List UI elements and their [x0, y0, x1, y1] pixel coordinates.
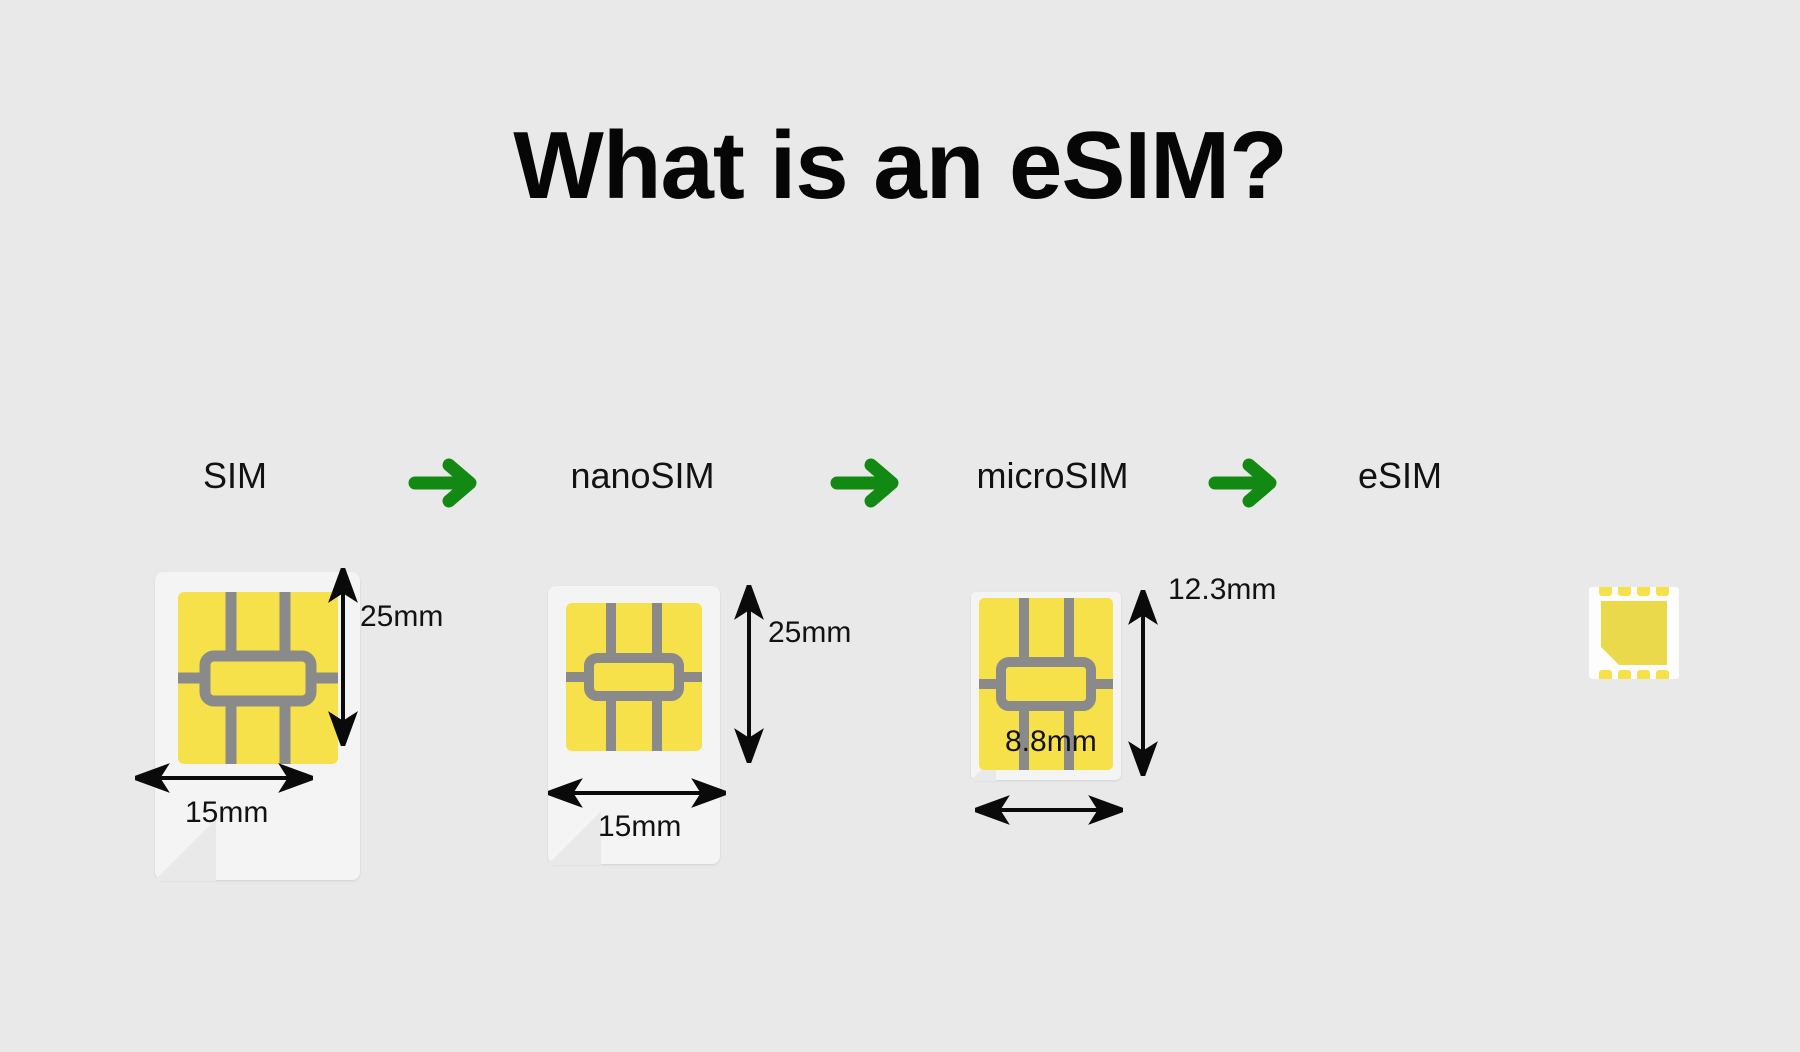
dimension-arrow-width-nanosim	[542, 775, 732, 816]
dimension-arrow-height-sim	[325, 562, 361, 752]
dimension-arrow-width-sim	[129, 760, 319, 801]
right-arrow-icon-2	[830, 455, 902, 516]
page-title: What is an eSIM?	[513, 112, 1287, 219]
dimension-arrow-height-microsim	[1125, 584, 1161, 782]
dimension-label-height-microsim: 12.3mm	[1168, 573, 1277, 606]
nanosim-chip-contacts	[566, 603, 702, 751]
dimension-label-height-sim: 25mm	[360, 600, 444, 633]
sim-chip-contacts	[178, 592, 338, 764]
step-label-nanosim: nanoSIM	[570, 455, 715, 496]
step-label-sim: SIM	[202, 455, 267, 496]
dimension-label-width-sim: 15mm	[185, 796, 269, 829]
card-notch	[547, 811, 601, 865]
step-label-esim: eSIM	[1357, 455, 1443, 496]
microsim-chip-contacts	[979, 598, 1113, 770]
dimension-label-width-nanosim: 15mm	[598, 810, 682, 843]
dimension-label-height-nanosim: 25mm	[768, 616, 852, 649]
step-label-microsim: microSIM	[976, 455, 1129, 496]
dimension-arrow-width-microsim	[969, 792, 1129, 833]
right-arrow-icon-1	[408, 455, 480, 516]
esim-chip	[1589, 584, 1679, 684]
dimension-arrow-height-nanosim	[731, 579, 767, 769]
dimension-label-width-microsim: 8.8mm	[1005, 725, 1097, 758]
card-notch	[154, 819, 216, 881]
right-arrow-icon-3	[1208, 455, 1280, 516]
